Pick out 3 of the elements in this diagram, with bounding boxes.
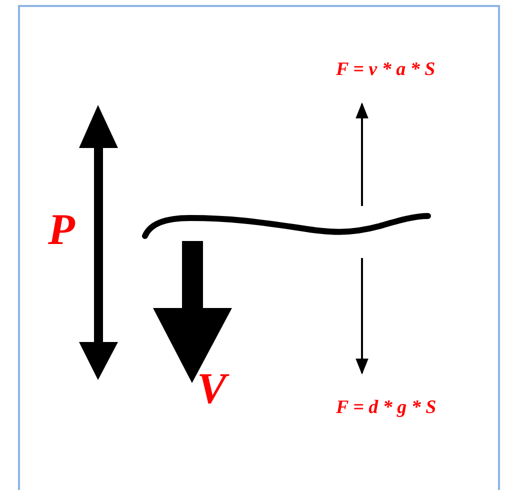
force-label: P	[48, 208, 75, 252]
formula-label: F = d * g * S	[336, 398, 436, 417]
formula-label: F = v * a * S	[336, 60, 436, 79]
